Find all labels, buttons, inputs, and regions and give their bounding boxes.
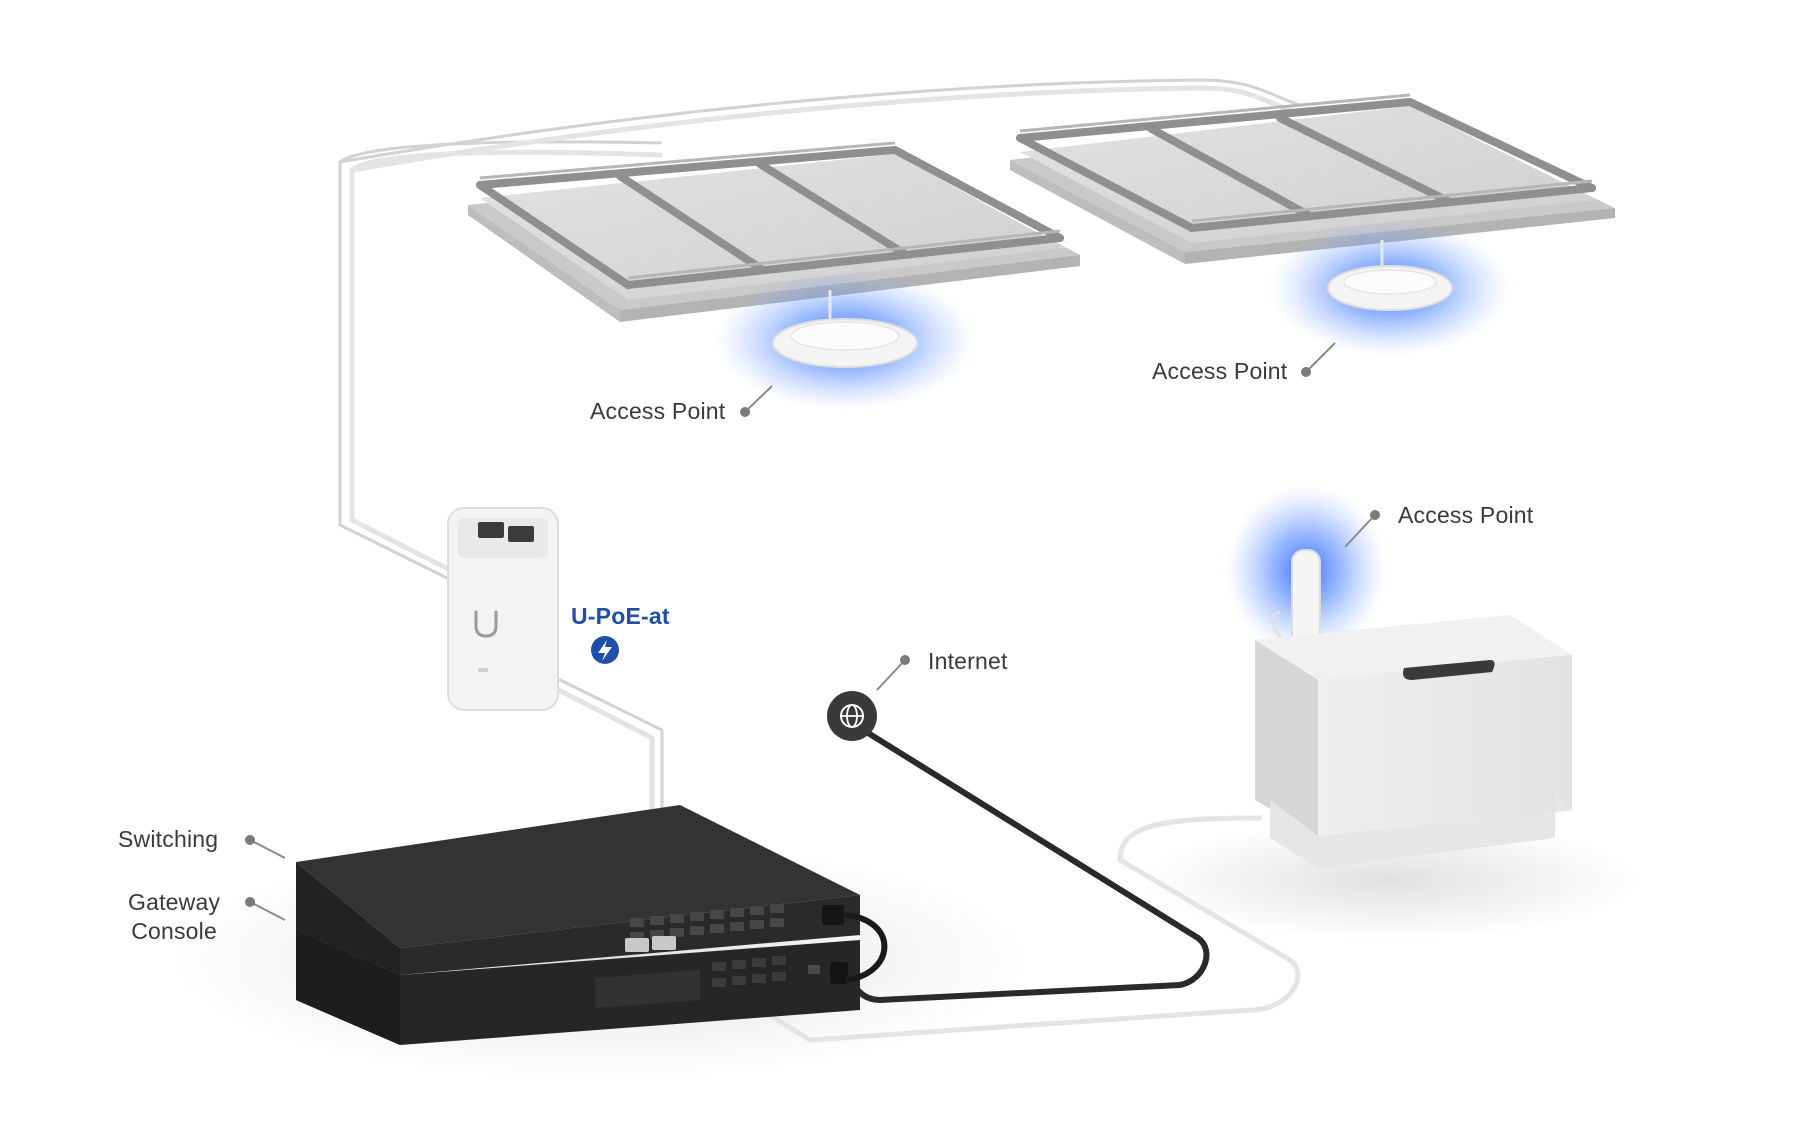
floor-shadow-cabinet xyxy=(1140,820,1640,940)
rack-switch-gateway xyxy=(296,805,888,1045)
ceiling-panel-1 xyxy=(468,141,1080,322)
switching-label: Switching xyxy=(118,826,219,852)
poe-injector-label: U-PoE-at xyxy=(571,603,670,629)
gateway-label-line1: Gateway xyxy=(128,889,221,915)
ceiling-panel-2 xyxy=(1010,93,1615,264)
access-point-device-1 xyxy=(715,270,975,410)
lightning-bolt-icon xyxy=(591,636,619,664)
globe-icon xyxy=(827,691,877,741)
access-point-device-2 xyxy=(1270,220,1510,356)
internet-label: Internet xyxy=(928,648,1008,674)
poe-injector-device xyxy=(447,507,559,711)
ubiquiti-u-logo-icon xyxy=(474,610,498,638)
access-point-label-2: Access Point xyxy=(1152,358,1288,384)
cabinet-access-point xyxy=(1226,485,1572,868)
gateway-label-line2: Console xyxy=(131,918,217,944)
ethernet-cables xyxy=(338,78,1302,1043)
callout-leaders xyxy=(245,342,1380,921)
gateway-console-label: Gateway Console xyxy=(128,888,220,946)
access-point-label-1: Access Point xyxy=(590,398,726,424)
access-point-label-3: Access Point xyxy=(1398,502,1534,528)
